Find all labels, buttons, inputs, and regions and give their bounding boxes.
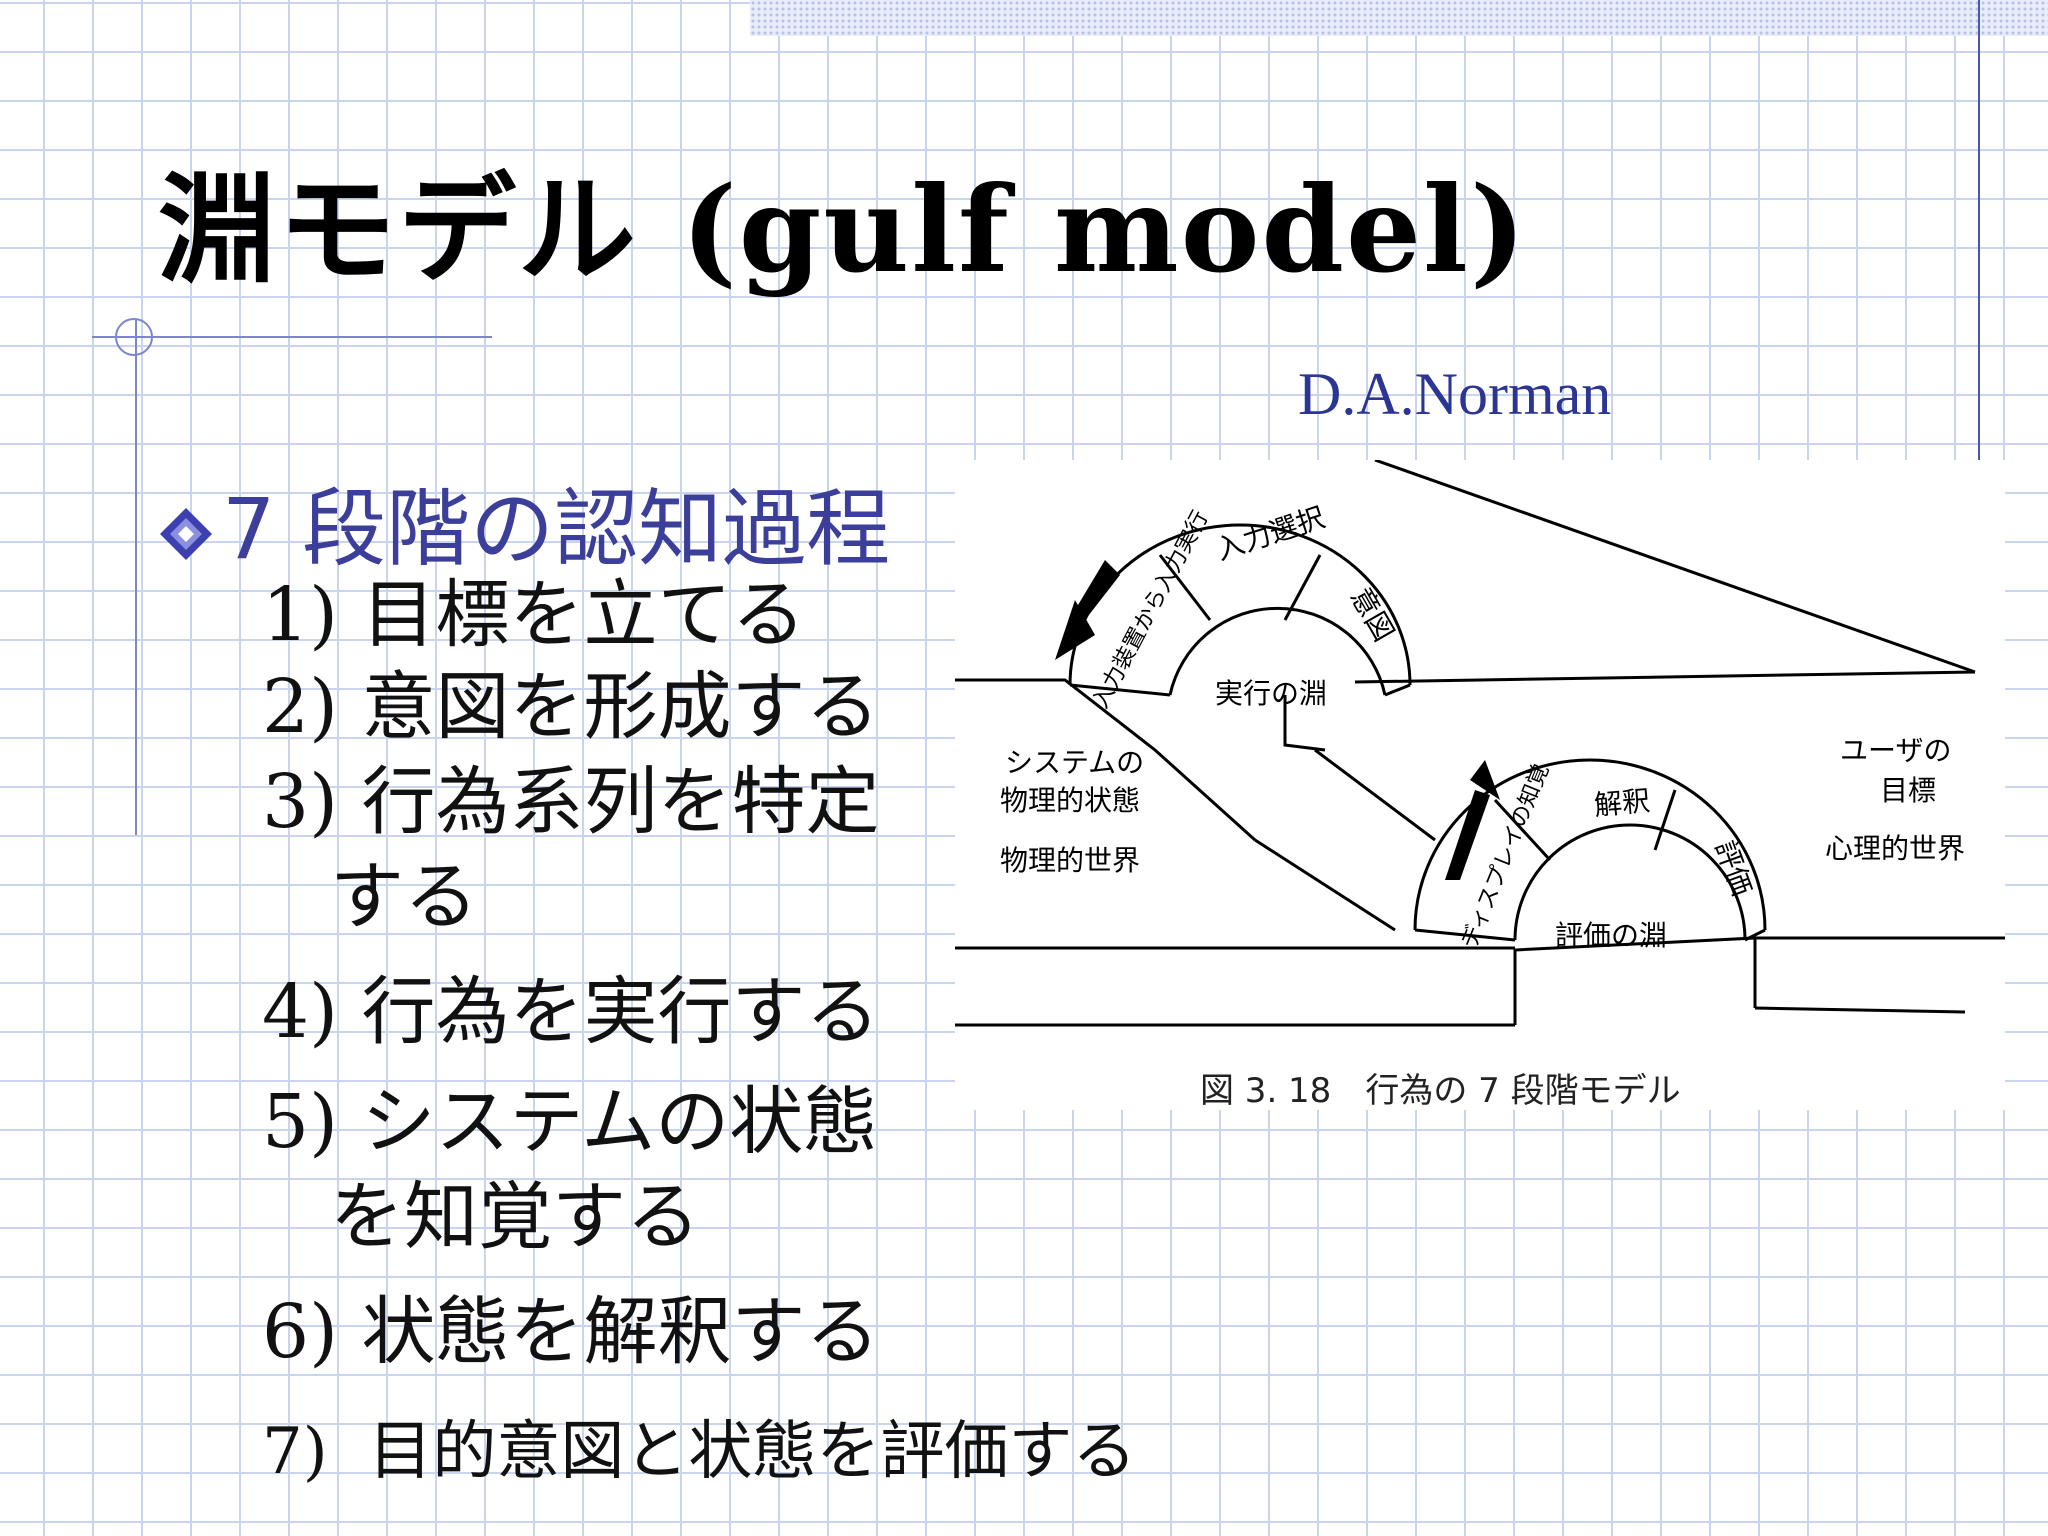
arch-lower-right-label: 評価 bbox=[1708, 836, 1758, 900]
right-vertical-rule bbox=[1978, 0, 1980, 460]
slide-title: 淵モデル (gulf model) bbox=[158, 160, 1528, 299]
figure-caption: 図 3. 18 行為の 7 段階モデル bbox=[1200, 1071, 1681, 1111]
step-item: 6) 状態を解釈する bbox=[262, 1289, 880, 1375]
system-side-line-3: 物理的世界 bbox=[1000, 844, 1140, 877]
left-vertical-rule bbox=[135, 320, 137, 835]
step-item: 3) 行為系列を特定 bbox=[262, 759, 880, 845]
gulf-execution-label: 実行の淵 bbox=[1215, 677, 1327, 710]
step-item: 5) システムの状態 bbox=[262, 1079, 878, 1165]
section-heading-text: 7 段階の認知過程 bbox=[222, 480, 891, 578]
system-side-line-2: 物理的状態 bbox=[1000, 784, 1140, 817]
arch-upper-left-label: 入力装置から入力実行 bbox=[1088, 507, 1213, 713]
corner-ring-ornament bbox=[115, 318, 153, 356]
step-item-continuation: する bbox=[330, 854, 478, 940]
diamond-bullet-icon bbox=[156, 486, 216, 584]
arch-lower-left-label: ディスプレイの知覚 bbox=[1457, 761, 1554, 953]
user-side-line-1: ユーザの bbox=[1840, 734, 1951, 767]
author-name: D.A.Norman bbox=[1298, 361, 1612, 427]
header-dot-band bbox=[750, 0, 2048, 36]
user-side-line-2: 目標 bbox=[1880, 774, 1936, 807]
gulf-evaluation-label: 評価の淵 bbox=[1555, 919, 1667, 952]
arch-lower-middle-label: 解釈 bbox=[1593, 784, 1652, 822]
step-item: 7) 目的意図と状態を評価する bbox=[262, 1415, 1137, 1489]
gulf-model-diagram: 実行の淵 評価の淵 システムの 物理的状態 物理的世界 ユーザの 目標 心理的世… bbox=[955, 460, 2005, 1027]
gulf-model-figure: 実行の淵 評価の淵 システムの 物理的状態 物理的世界 ユーザの 目標 心理的世… bbox=[955, 460, 2005, 1110]
step-item-continuation: を知覚する bbox=[330, 1174, 700, 1260]
section-heading: 7 段階の認知過程 bbox=[156, 462, 890, 584]
step-item: 1) 目標を立てる bbox=[262, 572, 806, 658]
step-item: 2) 意図を形成する bbox=[262, 664, 880, 750]
title-underline-rule bbox=[92, 336, 492, 338]
arch-upper-middle-label: 入力選択 bbox=[1212, 501, 1329, 567]
user-side-line-3: 心理的世界 bbox=[1825, 832, 1965, 865]
system-side-line-1: システムの bbox=[1005, 746, 1144, 779]
step-item: 4) 行為を実行する bbox=[262, 969, 880, 1055]
